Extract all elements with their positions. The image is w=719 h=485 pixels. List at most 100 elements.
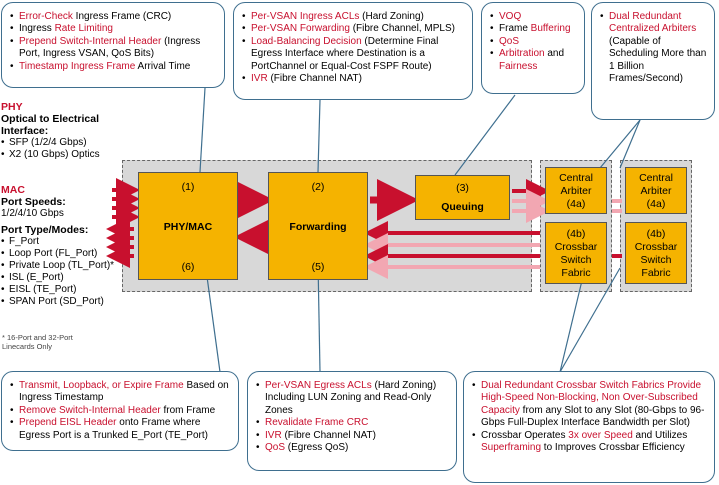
- callout-bullet: Per-VSAN Ingress ACLs (Hard Zoning): [242, 11, 466, 24]
- callout-bullet: Arbitration and Fairness: [490, 48, 580, 73]
- callout-bullet: Remove Switch-Internal Header from Frame: [10, 404, 234, 418]
- highlight-text: Per-VSAN Forwarding: [251, 23, 350, 35]
- callout-bullet: Ingress Rate Limiting: [10, 23, 218, 36]
- highlight-text: Per-VSAN Ingress ACLs: [251, 11, 360, 22]
- body-text: (Egress QoS): [285, 442, 349, 454]
- central-arbiter-b: Central Arbiter (4a): [625, 167, 687, 214]
- callout-bullet: Prepend Switch-Internal Header (Ingress …: [10, 36, 218, 61]
- pointer-top3: [454, 94, 516, 176]
- body-text: Based on Ingress Timestamp: [19, 380, 229, 404]
- highlight-text: Load-Balancing Decision: [251, 35, 362, 47]
- body-text: (Fibre Channel NAT): [281, 429, 376, 441]
- port-types-label: Port Type/Modes:: [1, 224, 89, 236]
- highlight-text: Rate Limiting: [54, 23, 113, 35]
- callout-bullet: IVR (Fibre Channel NAT): [242, 73, 466, 86]
- phy-mac-num-bottom: (6): [181, 261, 195, 273]
- body-text: (Capable of Scheduling More than 1 Billi…: [609, 35, 707, 85]
- body-text: onto Frame where Egress Port is a Trunke…: [19, 417, 208, 441]
- mac-description: MAC Port Speeds: 1/2/4/10 Gbps Port Type…: [1, 184, 126, 308]
- callout-bullet: Dual Redundant Centralized Arbiters (Cap…: [600, 11, 710, 85]
- pointer-top2: [317, 99, 321, 173]
- phy-description: PHY Optical to Electrical Interface: SFP…: [1, 101, 131, 161]
- callout-arbiters: Dual Redundant Centralized Arbiters (Cap…: [591, 2, 715, 120]
- highlight-text: IVR: [265, 429, 282, 441]
- phy-label: PHY: [1, 101, 23, 113]
- pointer-bottom2: [317, 261, 321, 373]
- highlight-text: Remove Switch-Internal Header: [19, 404, 161, 416]
- highlight-text: Timestamp Ingress Frame: [19, 60, 136, 72]
- callout-bullet: Frame Buffering: [490, 23, 580, 36]
- crossbar-fabric-b: (4b) Crossbar Switch Fabric: [625, 222, 687, 284]
- callout-bullet: Transmit, Loopback, or Expire Frame Base…: [10, 380, 234, 405]
- callout-bullet: VOQ: [490, 11, 580, 24]
- highlight-text: Prepend Switch-Internal Header: [19, 35, 162, 47]
- callout-bullet: Dual Redundant Crossbar Switch Fabrics P…: [472, 380, 710, 430]
- port-speeds-label: Port Speeds:: [1, 196, 66, 208]
- callout-phy-mac-egress: Transmit, Loopback, or Expire Frame Base…: [1, 371, 239, 451]
- body-text: Crossbar Operates: [481, 429, 569, 441]
- central-arbiter-a: Central Arbiter (4a): [545, 167, 607, 214]
- highlight-text: Dual Redundant Centralized Arbiters: [609, 11, 697, 35]
- body-text: and Utilizes: [632, 429, 688, 441]
- callout-bullet: Timestamp Ingress Frame Arrival Time: [10, 60, 218, 74]
- callout-crossbar: Dual Redundant Crossbar Switch Fabrics P…: [463, 371, 715, 483]
- port-type-item: Loop Port (FL_Port): [1, 248, 126, 260]
- highlight-text: QoS: [499, 35, 520, 47]
- callout-phy-mac-ingress: Error-Check Ingress Frame (CRC)Ingress R…: [1, 2, 225, 88]
- arbiter-b-label: Central Arbiter: [639, 172, 673, 197]
- queuing-label: Queuing: [441, 201, 484, 213]
- highlight-text: Prepend EISL Header: [19, 417, 117, 429]
- body-text: (Hard Zoning): [359, 11, 424, 22]
- body-text: Ingress Frame (CRC): [72, 11, 172, 22]
- forwarding-label: Forwarding: [289, 221, 347, 233]
- mac-label: MAC: [1, 184, 25, 196]
- callout-bullet: Per-VSAN Egress ACLs (Hard Zoning) Inclu…: [256, 380, 452, 417]
- forwarding-num-bottom: (5): [311, 261, 325, 273]
- fabric-b-num: (4b): [646, 228, 666, 240]
- arbiter-a-num: (4a): [566, 198, 586, 210]
- body-text: Ingress: [19, 23, 55, 35]
- body-text: Frame: [499, 23, 531, 35]
- body-text: (Fibre Channel NAT): [267, 73, 362, 85]
- crossbar-fabric-a: (4b) Crossbar Switch Fabric: [545, 222, 607, 284]
- queuing-num: (3): [456, 182, 469, 194]
- port-type-item: F_Port: [1, 236, 126, 248]
- callout-bullet: IVR (Fibre Channel NAT): [256, 429, 452, 443]
- port-type-item: SPAN Port (SD_Port): [1, 296, 126, 308]
- callout-forwarding-egress: Per-VSAN Egress ACLs (Hard Zoning) Inclu…: [247, 371, 457, 471]
- callout-bullet: QoS (Egress QoS): [256, 442, 452, 455]
- callout-bullet: Prepend EISL Header onto Frame where Egr…: [10, 417, 234, 442]
- port-speeds-value: 1/2/4/10 Gbps: [1, 208, 64, 219]
- callout-bullet: Error-Check Ingress Frame (CRC): [10, 11, 218, 24]
- body-text: from any Slot to any Slot (80-Gbps to 96…: [481, 404, 705, 429]
- body-text: Arrival Time: [135, 60, 191, 72]
- forwarding-block: (2) Forwarding (5): [268, 172, 368, 280]
- callout-bullet: Revalidate Frame CRC: [256, 417, 452, 430]
- callout-forwarding-ingress: Per-VSAN Ingress ACLs (Hard Zoning)Per-V…: [233, 2, 473, 100]
- body-text: (Determine Final Egress Interface where …: [251, 35, 439, 72]
- highlight-text: Superframing: [481, 442, 542, 454]
- phy-item: SFP (1/2/4 Gbps): [1, 137, 131, 149]
- callout-queuing: VOQFrame BufferingQoSArbitration and Fai…: [481, 2, 585, 94]
- phy-mac-label: PHY/MAC: [163, 221, 213, 233]
- footnote: * 16-Port and 32-Port Linecards Only: [2, 333, 73, 351]
- highlight-text: Buffering: [530, 23, 571, 35]
- body-text: (Ingress Port, Ingress VSAN, QoS Bits): [19, 35, 201, 60]
- port-type-item: Private Loop (TL_Port)*: [1, 260, 126, 272]
- port-type-item: ISL (E_Port): [1, 272, 126, 284]
- highlight-text: Dual Redundant Crossbar Switch Fabrics P…: [481, 380, 702, 416]
- body-text: (Fibre Channel, MPLS): [349, 23, 455, 35]
- port-type-item: EISL (TE_Port): [1, 284, 126, 296]
- body-text: and: [544, 48, 565, 60]
- forwarding-num-top: (2): [311, 181, 325, 193]
- highlight-text: Transmit, Loopback, or Expire Frame: [19, 380, 184, 391]
- callout-bullet: QoS: [490, 35, 580, 49]
- callout-bullet: Per-VSAN Forwarding (Fibre Channel, MPLS…: [242, 23, 466, 36]
- phy-mac-block: (1) PHY/MAC (6): [138, 172, 238, 280]
- fabric-b-label: Crossbar Switch Fabric: [634, 241, 678, 279]
- arbiter-a-label: Central Arbiter: [559, 172, 593, 197]
- highlight-text: VOQ: [499, 11, 522, 22]
- arbiter-b-num: (4a): [646, 198, 666, 210]
- highlight-text: 3x over Speed: [568, 429, 633, 441]
